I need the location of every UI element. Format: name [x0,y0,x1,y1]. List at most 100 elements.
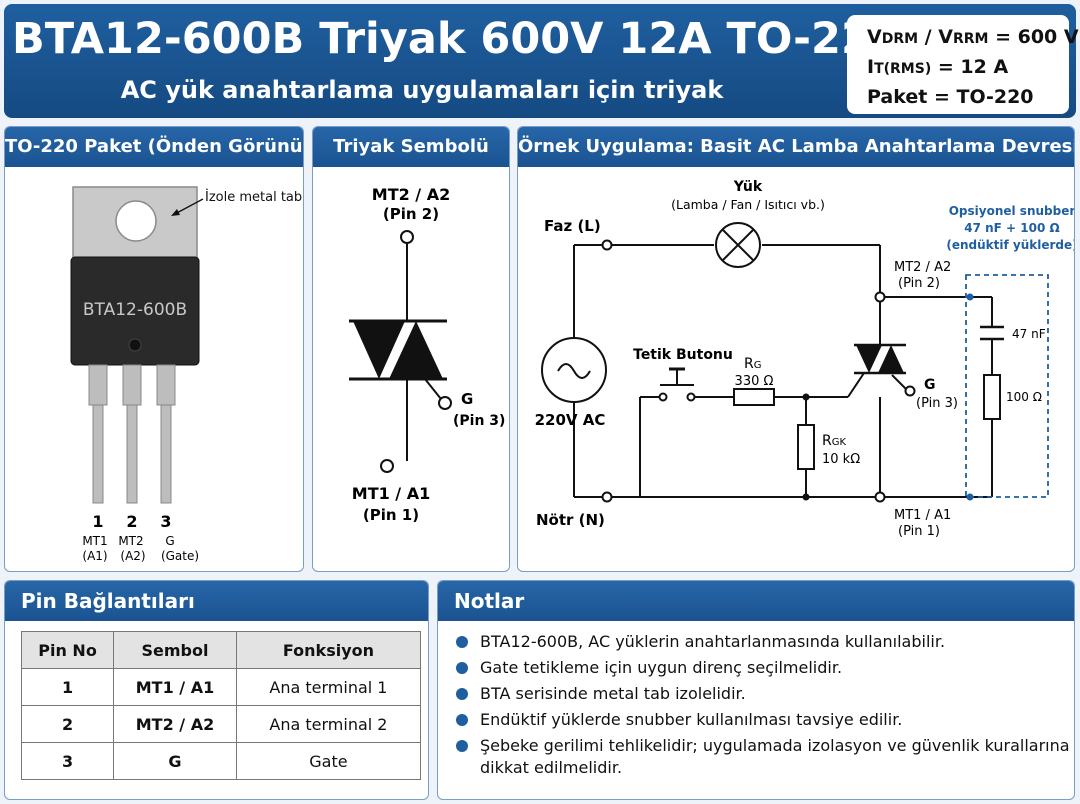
triac-symbol-drawing: MT2 / A2 (Pin 2) G (Pin 3) MT1 / A1 (Pin… [349,185,505,524]
list-item: Endüktif yüklerde snubber kullanılması t… [454,709,1074,731]
function-cell: Ana terminal 2 [235,705,422,743]
lead-3-shoulder [156,364,176,406]
list-item: BTA serisinde metal tab izolelidir. [454,683,1074,705]
rg-symbol: R [744,356,754,372]
to220-package-drawing: BTA12-600B İzole metal tab 1 2 3 MT1 MT2… [70,186,302,563]
symbol-gate-label: G [461,390,473,408]
rg-subscript: G [754,360,762,371]
bullet-icon [456,740,468,752]
snubber-node-bottom [966,493,974,501]
pin-1-number: 1 [92,512,103,531]
function-cell: Gate [235,742,422,780]
resistor-rgk [797,424,815,470]
symbol-top-pin: (Pin 2) [383,205,439,223]
pin-2-number: 2 [126,512,137,531]
phase-label: Faz (L) [544,217,601,235]
circuit-gate-pin: (Pin 3) [916,396,958,411]
circuit-mt1-pin: (Pin 1) [898,524,940,539]
triac-triangle-up-icon [389,321,443,379]
symbol-bottom-label: MT1 / A1 [352,484,430,503]
circuit-mt1-label: MT1 / A1 [894,508,951,523]
spec-package-label: Paket [867,86,928,108]
lead-1 [92,404,104,504]
list-item: BTA12-600B, AC yüklerin anahtarlanmasınd… [454,631,1074,653]
circuit-panel: Örnek Uygulama: Basit AC Lamba Anahtarla… [517,126,1075,572]
pin-1-alias: (A1) [82,549,107,563]
pin-1-name: MT1 [82,534,107,548]
pin-3-alias: (Gate) [161,549,199,563]
page-subtitle: AC yük anahtarlama uygulamaları için tri… [120,76,724,104]
snubber-cap-value: 47 nF [1012,327,1046,341]
circuit-triac-down-icon [856,345,882,373]
symbol-top-label: MT2 / A2 [372,185,450,204]
pin-3-number: 3 [160,512,171,531]
list-item: Gate tetikleme için uygun direnç seçilme… [454,657,1074,679]
button-contact-left [658,392,668,402]
pin-table-header-row: Pin No Sembol Fonksiyon [20,631,422,669]
spec-voltage-sub-a: DRM [881,31,919,47]
note-text: BTA12-600B, AC yüklerin anahtarlanmasınd… [480,632,946,651]
body-marking: BTA12-600B [83,300,187,320]
notes-title: Notlar [438,581,1074,621]
rgk-subscript: GK [832,437,847,448]
wire-gate-lead [891,374,907,390]
header-banner: BTA12-600B Triyak 600V 12A TO-220 AC yük… [4,4,1079,118]
rgk-symbol: R [822,433,832,449]
snubber-res-value: 100 Ω [1006,390,1042,404]
spec-current: IT(RMS) = 12 A [867,53,1069,83]
spec-voltage: VDRM / VRRM = 600 V [867,23,1079,53]
circuit-mt2-pin: (Pin 2) [898,276,940,291]
body-dot [128,338,142,352]
gate-node [802,393,810,401]
package-panel: TO-220 Paket (Önden Görünüm) BTA12-600B … [4,126,304,572]
spec-package-value: = TO-220 [927,86,1034,108]
spec-current-sub: T(RMS) [874,61,932,77]
package-panel-title: TO-220 Paket (Önden Görünüm) [5,127,303,167]
function-cell: Ana terminal 1 [235,668,422,706]
circuit-gate-terminal [904,385,916,397]
pin-3-name: G [165,534,174,548]
note-text: Gate tetikleme için uygun direnç seçilme… [480,658,843,677]
circuit-mt1-terminal [874,491,886,503]
mounting-hole [115,200,157,242]
symbol-top-terminal [400,230,414,244]
spec-box: VDRM / VRRM = 600 V IT(RMS) = 12 A Paket… [847,15,1079,114]
lead-3 [160,404,172,504]
notes-panel: Notlar BTA12-600B, AC yüklerin anahtarla… [437,580,1075,800]
spec-voltage-value: = 600 V [988,26,1079,48]
resistor-rg [733,388,775,406]
pin-2-alias: (A2) [120,549,145,563]
neutral-node [802,493,810,501]
bullet-icon [456,714,468,726]
symbol-gate-terminal [438,396,452,410]
table-row: 1 MT1 / A1 Ana terminal 1 [20,668,422,706]
bullet-icon [456,636,468,648]
neutral-terminal [601,491,613,503]
notes-list: BTA12-600B, AC yüklerin anahtarlanmasınd… [454,631,1074,783]
triac-triangle-down-icon [353,321,405,379]
circuit-panel-title: Örnek Uygulama: Basit AC Lamba Anahtarla… [518,127,1074,167]
snubber-resistor [983,374,1001,420]
symbol-panel: Triyak Sembolü MT2 / A2 (Pin 2) G (Pin 3… [312,126,510,572]
table-row: 3 G Gate [20,742,422,780]
spec-voltage-symbol-b: V [938,26,953,48]
circuit-diagram: Faz (L) Nötr (N) 220V AC Yük (Lamba / Fa… [535,179,1074,539]
note-text: Endüktif yüklerde snubber kullanılması t… [480,710,903,729]
rg-value: 330 Ω [735,374,774,389]
tab-arrow-head-icon [171,209,180,216]
note-text: BTA serisinde metal tab izolelidir. [480,684,746,703]
pin-cell: 1 [20,668,115,706]
pin-table-title: Pin Bağlantıları [5,581,428,621]
snubber-box [965,274,1049,498]
pin-table-panel: Pin Bağlantıları Pin No Sembol Fonksiyon… [4,580,429,800]
button-contact-right [686,392,696,402]
pin-table-header-function: Fonksiyon [235,631,422,669]
spec-package: Paket = TO-220 [867,83,1069,111]
spec-voltage-symbol-a: V [867,26,882,48]
note-text: Şebeke gerilimi tehlikelidir; uygulamada… [480,736,1070,777]
spec-current-symbol: I [867,56,875,78]
sine-wave-icon [557,363,591,379]
rgk-value: 10 kΩ [822,452,860,467]
symbol-bottom-terminal [380,459,394,473]
snubber-node-top [966,293,974,301]
